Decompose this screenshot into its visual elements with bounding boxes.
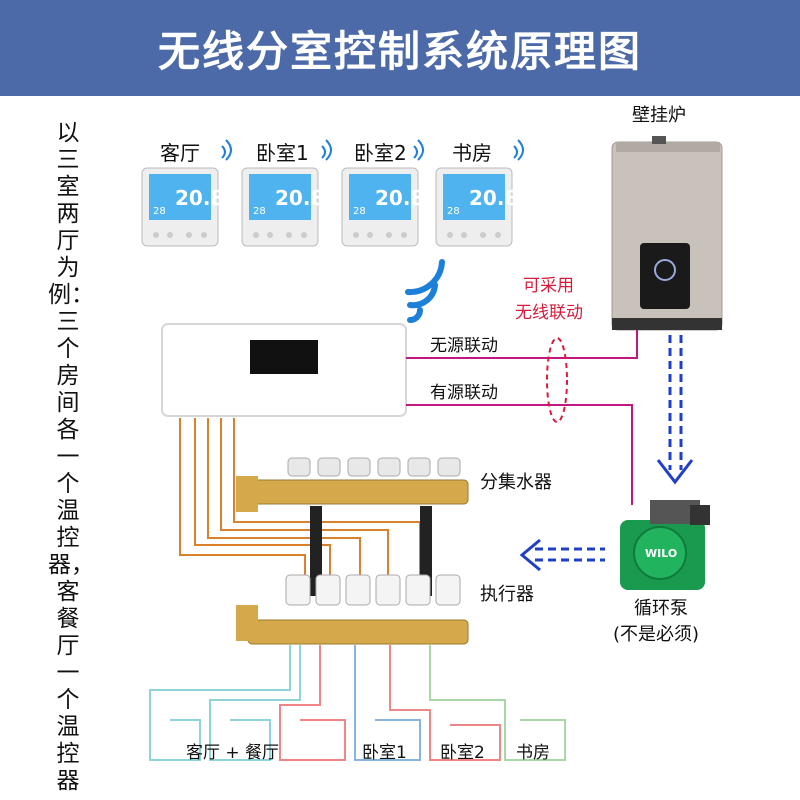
- thermostat-bedroom2: 20.8 28: [341, 167, 424, 247]
- boiler-display: [640, 243, 690, 309]
- wifi-icon: [405, 259, 445, 323]
- header-banner: 无线分室控制系统原理图: [0, 0, 800, 96]
- wifi-icon: [221, 139, 524, 161]
- room-label-living: 客厅: [160, 141, 200, 165]
- thermostat-temp: 20.8: [375, 186, 424, 210]
- thermostat-bedroom1: 20.8 28: [241, 167, 324, 247]
- flow-arrow-left: [535, 547, 605, 562]
- controller-display: [250, 340, 318, 374]
- boiler-label: 壁挂炉: [632, 105, 686, 126]
- zone-label-bedroom1: 卧室1: [362, 743, 407, 763]
- thermostat-sub: 28: [153, 206, 166, 217]
- thermostat-sub: 28: [447, 206, 460, 217]
- side-note: 以三室两厅为例：三个房间各一个温控器，客餐厅一个温控器: [48, 120, 94, 794]
- wireless-note-line1: 可采用: [523, 276, 574, 296]
- pump-brand: WILO: [645, 547, 677, 560]
- zone-label-study: 书房: [516, 743, 550, 763]
- thermostat-screen: [149, 174, 211, 220]
- actuator-group: [285, 574, 461, 606]
- pump-label: 循环泵: [634, 598, 688, 619]
- active-link-label: 有源联动: [430, 383, 498, 403]
- thermostat-sub: 28: [253, 206, 266, 217]
- thermostat-temp: 20.8: [275, 186, 324, 210]
- zone-label-living: 客厅 + 餐厅: [186, 743, 279, 763]
- thermostat-living: 20.8 28: [141, 167, 224, 247]
- thermostat-study: 20.8 28: [435, 167, 518, 247]
- thermostat-temp: 20.8: [175, 186, 224, 210]
- thermostat-temp: 20.8: [469, 186, 518, 210]
- manifold-bottom: [236, 605, 469, 645]
- zone-label-bedroom2: 卧室2: [440, 743, 485, 763]
- flow-arrow-down: [668, 335, 683, 470]
- floor-loops: [149, 645, 566, 761]
- manifold-label: 分集水器: [480, 472, 552, 493]
- pump-note: (不是必须): [613, 624, 699, 645]
- room-label-study: 书房: [452, 141, 492, 165]
- link-lines: [406, 330, 638, 505]
- arrow-head-left-icon: [519, 538, 541, 572]
- manifold-top: [236, 457, 469, 596]
- wall-boiler: [611, 136, 723, 331]
- wireless-ellipse: [546, 337, 568, 423]
- thermostat-sub: 28: [353, 206, 366, 217]
- passive-link-label: 无源联动: [430, 336, 498, 356]
- page-title: 无线分室控制系统原理图: [157, 26, 642, 76]
- room-label-bedroom1: 卧室1: [256, 141, 309, 165]
- wireless-note-line2: 无线联动: [515, 303, 583, 323]
- actuator-label: 执行器: [480, 584, 534, 605]
- circulation-pump: [620, 500, 710, 590]
- room-label-bedroom2: 卧室2: [354, 141, 407, 165]
- arrow-head-down-icon: [656, 459, 694, 485]
- actuator-wires: [179, 418, 421, 575]
